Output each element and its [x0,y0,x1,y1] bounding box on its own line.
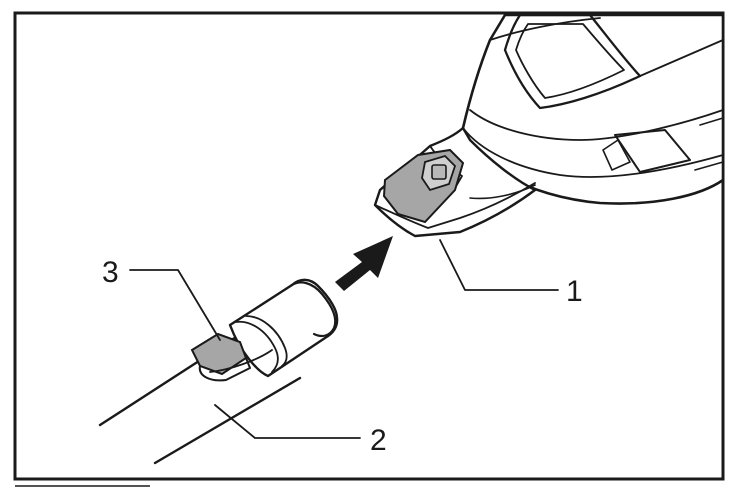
leader-line-3 [129,269,221,341]
locking-clip [190,332,273,382]
insertion-arrow [335,236,393,291]
leader-line-2 [214,404,361,439]
callout-label-2: 2 [370,424,387,457]
tool-body [373,13,725,238]
callout-label-3: 3 [102,256,119,289]
leader-line-1 [439,239,559,291]
figure-frame [13,11,725,481]
hose-nozzle [228,278,339,378]
callout-label-1: 1 [566,275,583,308]
